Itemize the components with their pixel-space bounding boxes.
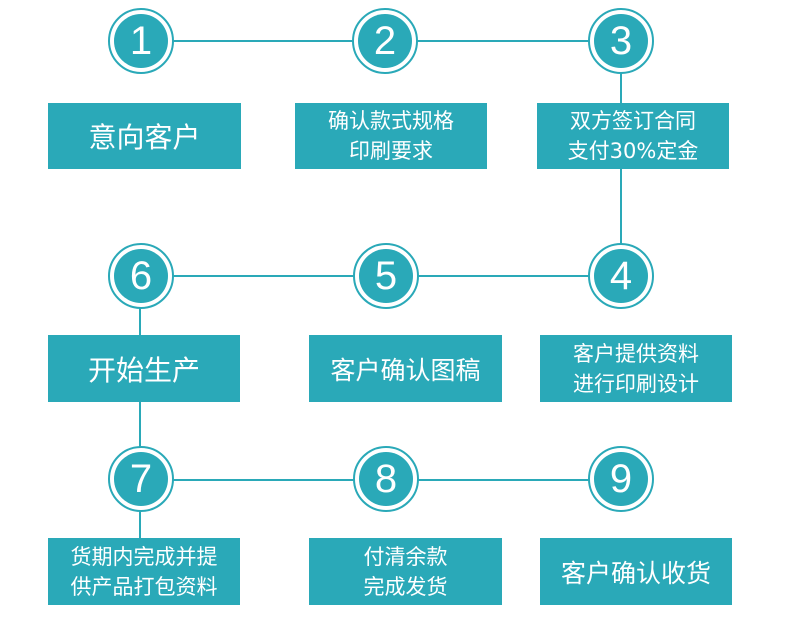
step-label-line-1: 双方签订合同 <box>570 109 696 133</box>
step-3-box: 双方签订合同 支付30%定金 <box>537 103 729 169</box>
step-label-line-1: 确认款式规格 <box>328 109 454 133</box>
step-label-line-2: 支付30%定金 <box>567 139 699 163</box>
step-5-badge: 5 <box>353 243 419 309</box>
step-number: 8 <box>359 452 413 506</box>
step-4-badge: 4 <box>588 243 654 309</box>
step-7-box: 货期内完成并提 供产品打包资料 <box>48 538 240 605</box>
step-2-badge: 2 <box>352 8 418 74</box>
step-1-box: 意向客户 <box>48 103 241 169</box>
step-number: 5 <box>359 249 413 303</box>
step-number: 3 <box>594 14 648 68</box>
step-number: 7 <box>114 452 168 506</box>
step-number: 9 <box>594 452 648 506</box>
step-number: 2 <box>358 14 412 68</box>
step-6-box: 开始生产 <box>48 335 240 402</box>
step-1-badge: 1 <box>108 8 174 74</box>
step-label-line-2: 印刷要求 <box>349 139 433 163</box>
step-number: 6 <box>114 249 168 303</box>
connector-6-7 <box>139 276 141 604</box>
step-9-badge: 9 <box>588 446 654 512</box>
step-label: 客户确认图稿 <box>330 355 481 385</box>
step-label: 意向客户 <box>88 121 201 154</box>
step-9-box: 客户确认收货 <box>540 538 732 605</box>
step-label-line-1: 付清余款 <box>363 544 448 569</box>
step-2-box: 确认款式规格 印刷要求 <box>295 103 487 169</box>
step-label: 客户确认收货 <box>560 558 711 588</box>
step-8-badge: 8 <box>353 446 419 512</box>
step-label-line-1: 客户提供资料 <box>573 341 699 366</box>
step-3-badge: 3 <box>588 8 654 74</box>
step-7-badge: 7 <box>108 446 174 512</box>
step-label: 开始生产 <box>87 353 200 387</box>
step-4-box: 客户提供资料 进行印刷设计 <box>540 335 732 402</box>
step-label-line-1: 货期内完成并提 <box>70 544 218 569</box>
step-number: 4 <box>594 249 648 303</box>
step-number: 1 <box>114 14 168 68</box>
step-8-box: 付清余款 完成发货 <box>309 538 502 605</box>
step-label-line-2: 完成发货 <box>363 574 448 599</box>
step-6-badge: 6 <box>108 243 174 309</box>
step-5-box: 客户确认图稿 <box>309 335 502 402</box>
step-label-line-2: 进行印刷设计 <box>573 371 699 396</box>
step-label-line-2: 供产品打包资料 <box>70 574 218 599</box>
